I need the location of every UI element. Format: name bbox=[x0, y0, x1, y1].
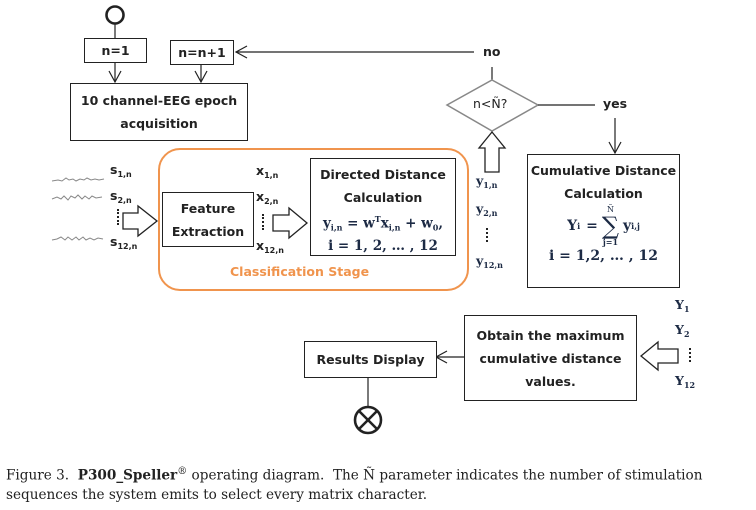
acquisition-line1: 10 channel-EEG epoch bbox=[80, 93, 238, 108]
arrowhead-yes bbox=[608, 141, 622, 155]
arrowhead-no bbox=[234, 45, 248, 59]
cumulative-12: Y12 bbox=[675, 373, 696, 390]
end-node-icon bbox=[353, 405, 383, 435]
signal-1: s1,n bbox=[110, 162, 132, 179]
distance-ellipsis bbox=[486, 228, 488, 242]
cumulative-ellipsis bbox=[689, 348, 691, 362]
distance-1: y1,n bbox=[476, 173, 498, 190]
hollow-arrow-right-signals-icon bbox=[122, 204, 159, 238]
classification-stage-container bbox=[158, 148, 469, 291]
directed-index: i = 1, 2, … , 12 bbox=[328, 237, 438, 254]
eeg-wave-3-icon bbox=[51, 236, 104, 241]
no-label: no bbox=[483, 44, 501, 59]
acquisition-line2: acquisition bbox=[120, 116, 198, 131]
feature-line2: Extraction bbox=[171, 223, 245, 239]
distance-2: y2,n bbox=[476, 201, 498, 218]
decision-label: n<Ñ? bbox=[473, 96, 508, 111]
feature-2: x2,n bbox=[256, 189, 279, 206]
feature-line1: Feature bbox=[180, 200, 236, 216]
caption-app-name: P300_Speller bbox=[77, 467, 178, 484]
max-line2: cumulative distance bbox=[479, 350, 622, 366]
signal-12: s12,n bbox=[110, 234, 138, 251]
start-node-icon bbox=[105, 5, 125, 25]
cumulative-2: Y2 bbox=[675, 322, 690, 339]
signal-2: s2,n bbox=[110, 188, 132, 205]
init-box: n=1 bbox=[84, 38, 147, 63]
max-line1: Obtain the maximum bbox=[476, 327, 625, 343]
obtain-maximum-box: Obtain the maximum cumulative distance v… bbox=[464, 315, 637, 401]
cumulative-line1: Cumulative Distance bbox=[530, 163, 677, 178]
figure-caption: Figure 3. P300_Speller® operating diagra… bbox=[6, 462, 756, 505]
directed-line2: Calculation bbox=[343, 190, 423, 205]
distance-12: y12,n bbox=[476, 253, 503, 270]
directed-distance-box: Directed Distance Calculation yi,n = wTx… bbox=[310, 158, 456, 256]
caption-line2: sequences the system emits to select eve… bbox=[6, 486, 428, 503]
summation: Ñ ∑ j=1 bbox=[601, 205, 620, 247]
feature-extraction-box: Feature Extraction bbox=[162, 192, 254, 247]
results-label: Results Display bbox=[316, 352, 425, 367]
yes-label: yes bbox=[603, 96, 628, 111]
feature-ellipsis bbox=[262, 214, 264, 230]
increment-box: n=n+1 bbox=[170, 40, 234, 65]
acquisition-box: 10 channel-EEG epoch acquisition bbox=[70, 83, 248, 141]
classification-stage-label: Classification Stage bbox=[230, 264, 370, 279]
hollow-arrow-right-features-icon bbox=[272, 206, 309, 240]
eeg-wave-2-icon bbox=[51, 194, 103, 201]
feature-1: x1,n bbox=[256, 163, 279, 180]
arrowhead-increment bbox=[194, 70, 208, 84]
max-line3: values. bbox=[525, 373, 576, 389]
directed-line1: Directed Distance bbox=[320, 167, 446, 182]
cumulative-index: i = 1,2, … , 12 bbox=[548, 248, 658, 264]
results-display-box: Results Display bbox=[304, 341, 437, 378]
cumulative-line2: Calculation bbox=[564, 186, 643, 201]
eeg-wave-1-icon bbox=[51, 177, 105, 182]
cumulative-1: Y1 bbox=[675, 297, 690, 314]
directed-equation: yi,n = wTxi,n + w0, bbox=[322, 214, 444, 233]
caption-line1: Figure 3. P300_Speller® operating diagra… bbox=[6, 466, 703, 484]
feature-12: x12,n bbox=[256, 238, 284, 255]
increment-label: n=n+1 bbox=[178, 45, 226, 60]
hollow-arrow-up-icon bbox=[477, 130, 507, 173]
hollow-arrow-left-cumulative-icon bbox=[639, 340, 679, 372]
arrowhead-init bbox=[108, 70, 122, 84]
init-label: n=1 bbox=[101, 43, 130, 58]
signal-ellipsis bbox=[117, 209, 119, 225]
